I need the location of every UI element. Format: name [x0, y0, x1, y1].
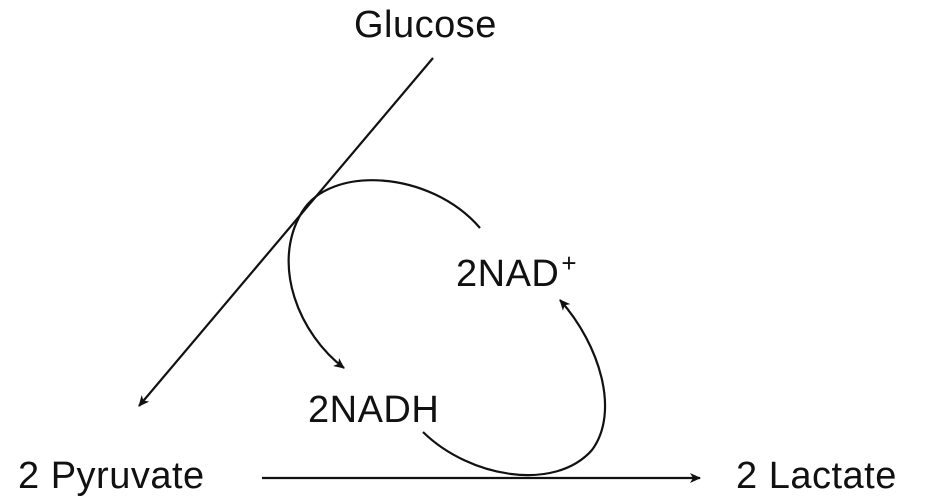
pyruvate-label: 2 Pyruvate — [18, 455, 205, 497]
nad-plus-text: 2NAD — [456, 253, 560, 295]
nadh-label: 2NADH — [308, 389, 440, 431]
nad-to-nadh-arrow — [287, 179, 481, 369]
nad-plus-superscript: + — [561, 248, 578, 278]
lactate-label: 2 Lactate — [736, 455, 897, 497]
glucose-label: Glucose — [354, 4, 497, 46]
nad-plus-label: 2NAD+ — [456, 250, 577, 295]
nadh-to-nad-arrow — [422, 299, 607, 477]
glucose-to-pyruvate-arrow — [138, 57, 434, 407]
